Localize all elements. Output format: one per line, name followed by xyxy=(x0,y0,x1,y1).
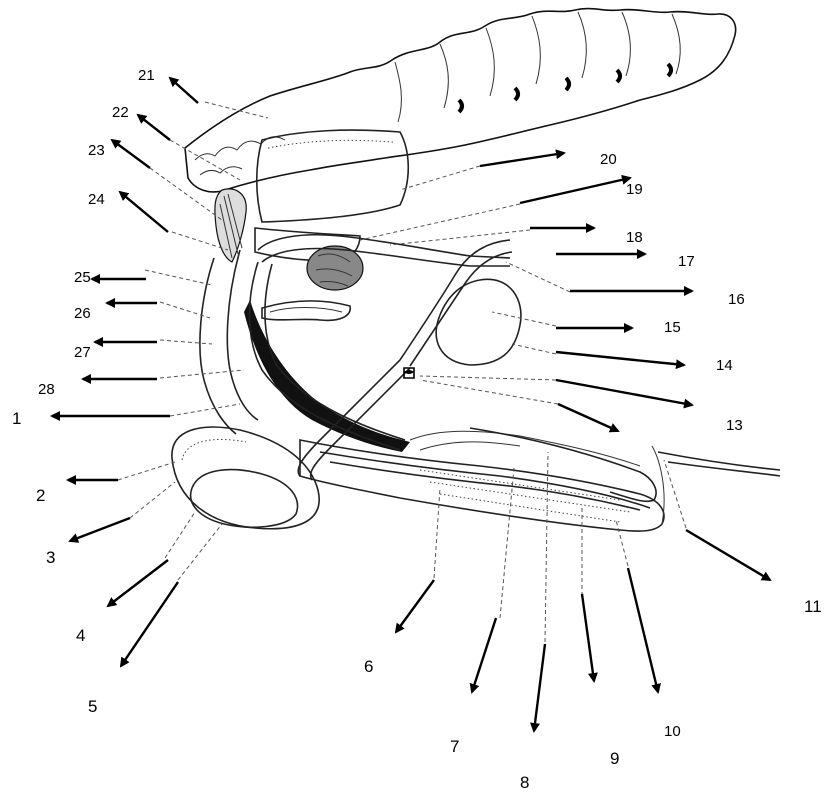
label-1: 1 xyxy=(12,409,21,428)
label-6: 6 xyxy=(364,657,373,676)
arrow-14 xyxy=(556,352,684,365)
label-20: 20 xyxy=(600,151,617,168)
label-5: 5 xyxy=(88,697,97,716)
label-24: 24 xyxy=(88,191,105,208)
label-16: 16 xyxy=(728,291,745,308)
arrow-12 xyxy=(558,404,618,431)
arrow-24 xyxy=(120,192,168,232)
arrow-22 xyxy=(138,115,170,140)
label-23: 23 xyxy=(88,142,105,159)
label-22: 22 xyxy=(112,104,129,121)
muscle-bundle xyxy=(215,189,246,262)
label-11: 11 xyxy=(804,597,822,616)
label-9: 9 xyxy=(610,749,619,768)
pointer-arrows xyxy=(52,78,770,731)
label-17: 17 xyxy=(678,253,695,270)
arrow-13 xyxy=(556,380,692,405)
vertebral-column xyxy=(185,9,736,192)
label-14: 14 xyxy=(716,357,733,374)
arrow-3 xyxy=(70,518,130,541)
label-25: 25 xyxy=(74,269,91,286)
label-28: 28 xyxy=(38,381,55,398)
label-27: 27 xyxy=(74,344,91,361)
label-4: 4 xyxy=(76,626,85,645)
arrow-11 xyxy=(686,530,770,580)
bladder-gland xyxy=(307,246,521,365)
arrow-8 xyxy=(534,644,545,731)
label-21: 21 xyxy=(138,67,155,84)
arrow-7 xyxy=(472,618,496,692)
arrow-6 xyxy=(396,580,434,632)
testis-scrotum xyxy=(172,427,319,529)
label-18: 18 xyxy=(626,229,643,246)
label-3: 3 xyxy=(46,548,55,567)
label-26: 26 xyxy=(74,305,91,322)
arrow-21 xyxy=(170,78,198,103)
label-15: 15 xyxy=(664,319,681,336)
arrow-5 xyxy=(121,582,178,666)
arrow-4 xyxy=(108,560,168,606)
label-19: 19 xyxy=(626,181,643,198)
arrow-19 xyxy=(520,178,630,203)
number-labels: 21 22 23 24 25 26 27 28 1 2 3 4 5 6 7 8 … xyxy=(12,67,822,792)
label-7: 7 xyxy=(450,737,459,756)
label-2: 2 xyxy=(36,486,45,505)
label-10: 10 xyxy=(664,723,681,740)
label-8: 8 xyxy=(520,773,529,792)
arrow-23 xyxy=(112,140,150,168)
arrow-10 xyxy=(628,568,658,692)
arrow-20 xyxy=(480,153,564,166)
label-13: 13 xyxy=(726,417,743,434)
arrow-9 xyxy=(582,594,594,681)
